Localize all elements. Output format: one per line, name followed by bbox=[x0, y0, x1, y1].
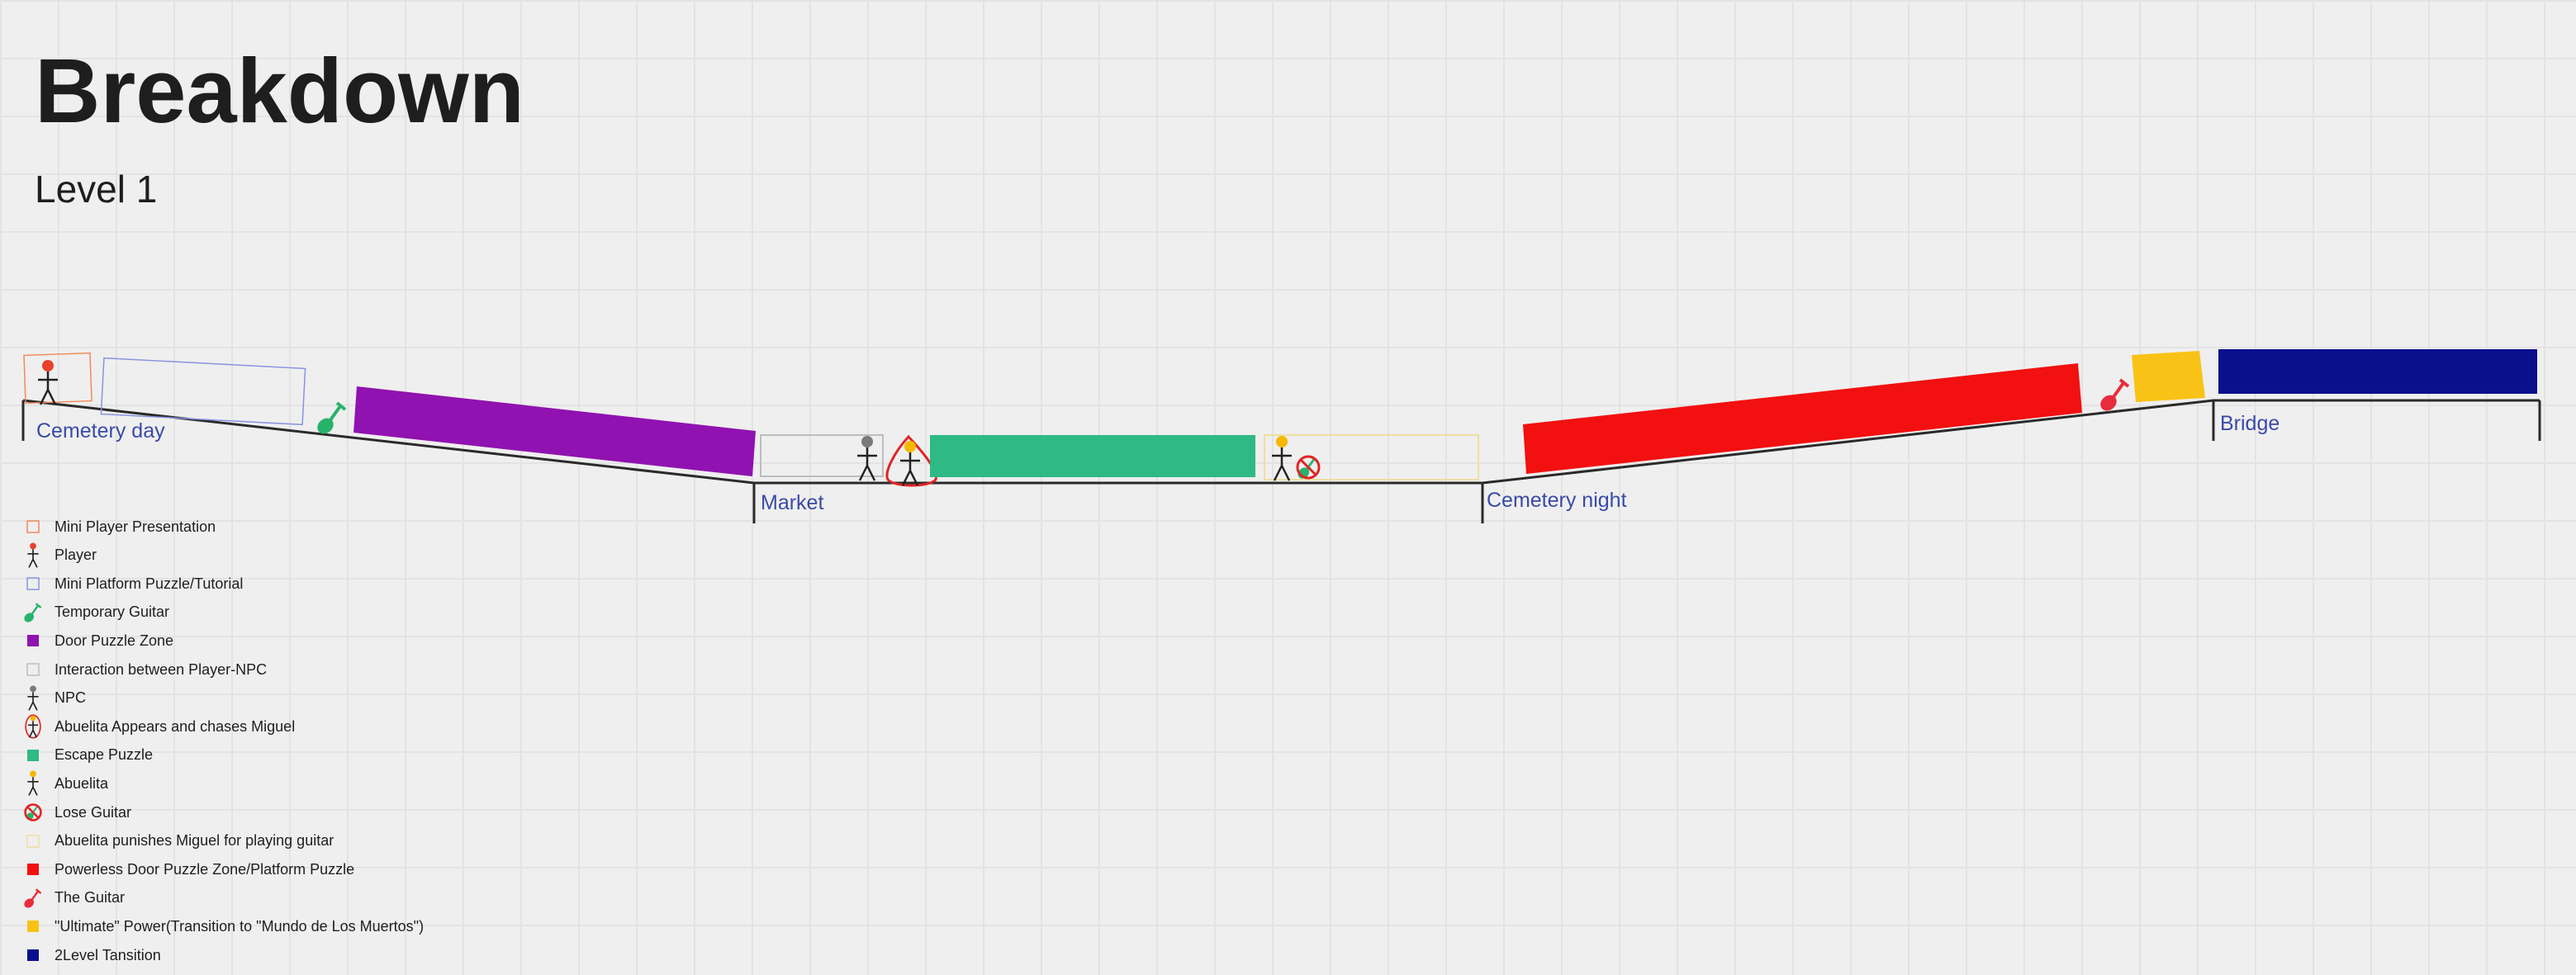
abuelita-punishment-zone bbox=[1264, 434, 1479, 480]
legend-item: Lose Guitar bbox=[17, 799, 131, 826]
legend-label: "Ultimate" Power(Transition to "Mundo de… bbox=[55, 917, 425, 935]
abuelita-figure-icon bbox=[17, 770, 50, 797]
legend-label: Door Puzzle Zone bbox=[55, 632, 174, 649]
abuelita-chase-icon bbox=[17, 713, 50, 740]
the-guitar-icon bbox=[2096, 378, 2130, 415]
legend-item: NPC bbox=[17, 685, 86, 712]
legend-label: Abuelita bbox=[55, 774, 109, 792]
legend-item: 2Level Tansition bbox=[17, 942, 161, 968]
player-npc-interaction-zone bbox=[760, 434, 884, 477]
player-figure bbox=[36, 358, 59, 406]
legend-item: Powerless Door Puzzle Zone/Platform Puzz… bbox=[17, 856, 354, 883]
npc-figure bbox=[856, 434, 879, 482]
legend-item: Escape Puzzle bbox=[17, 742, 153, 769]
outline-square-icon bbox=[17, 514, 50, 540]
legend-item: "Ultimate" Power(Transition to "Mundo de… bbox=[17, 913, 424, 940]
legend-item: The Guitar bbox=[17, 885, 125, 911]
legend-item: Mini Platform Puzzle/Tutorial bbox=[17, 570, 243, 597]
npc-figure-icon bbox=[17, 685, 50, 712]
legend-item: Door Puzzle Zone bbox=[17, 627, 173, 654]
lose-guitar-icon bbox=[1295, 455, 1321, 482]
level-transition-zone bbox=[2218, 349, 2537, 394]
legend-label: Mini Player Presentation bbox=[55, 518, 216, 535]
section-label-market: Market bbox=[761, 491, 824, 514]
guitar-icon bbox=[17, 885, 50, 911]
mini-player-presentation-zone bbox=[23, 352, 93, 405]
legend-label: Lose Guitar bbox=[55, 803, 132, 821]
legend-item: Temporary Guitar bbox=[17, 599, 169, 626]
legend-item: Abuelita punishes Miguel for playing gui… bbox=[17, 828, 334, 854]
legend-label: Abuelita Appears and chases Miguel bbox=[55, 717, 296, 735]
outline-square-icon bbox=[17, 828, 50, 854]
legend-label: Temporary Guitar bbox=[55, 603, 170, 621]
section-label-bridge: Bridge bbox=[2220, 412, 2280, 435]
powerless-door-puzzle-zone bbox=[1523, 363, 2082, 474]
abuelita-figure bbox=[1270, 434, 1293, 482]
temporary-guitar-icon bbox=[313, 401, 347, 438]
legend-item: Mini Player Presentation bbox=[17, 514, 216, 540]
legend-item: Abuelita bbox=[17, 770, 108, 797]
legend-label: Interaction between Player-NPC bbox=[55, 660, 268, 678]
ultimate-power-zone bbox=[2132, 351, 2205, 402]
outline-square-icon bbox=[17, 656, 50, 683]
legend-label: Abuelita punishes Miguel for playing gui… bbox=[55, 832, 334, 850]
escape-puzzle-zone bbox=[930, 435, 1255, 477]
filled-square-icon bbox=[17, 942, 50, 968]
legend-item: Interaction between Player-NPC bbox=[17, 656, 267, 683]
legend-label: 2Level Tansition bbox=[55, 946, 161, 963]
guitar-icon bbox=[17, 599, 50, 626]
mini-platform-puzzle-zone bbox=[100, 357, 306, 426]
legend-item: Player bbox=[17, 542, 97, 569]
player-figure-icon bbox=[17, 542, 50, 569]
legend-label: Mini Platform Puzzle/Tutorial bbox=[55, 575, 244, 592]
filled-square-icon bbox=[17, 856, 50, 883]
legend-label: NPC bbox=[55, 689, 87, 707]
level-subtitle: Level 1 bbox=[35, 168, 158, 211]
door-puzzle-zone bbox=[353, 386, 756, 476]
filled-square-icon bbox=[17, 913, 50, 940]
abuelita-chase-marker bbox=[885, 434, 937, 487]
filled-square-icon bbox=[17, 742, 50, 769]
legend-label: Player bbox=[55, 547, 97, 564]
section-label-cemetery-night: Cemetery night bbox=[1487, 489, 1627, 512]
outline-square-icon bbox=[17, 570, 50, 597]
filled-square-icon bbox=[17, 627, 50, 654]
legend-label: The Guitar bbox=[55, 889, 126, 906]
legend-label: Escape Puzzle bbox=[55, 746, 154, 764]
section-label-cemetery-day: Cemetery day bbox=[36, 419, 165, 443]
page-title: Breakdown bbox=[35, 40, 524, 142]
legend-label: Powerless Door Puzzle Zone/Platform Puzz… bbox=[55, 860, 355, 878]
legend-item: Abuelita Appears and chases Miguel bbox=[17, 713, 295, 740]
lose-guitar-icon bbox=[17, 799, 50, 826]
